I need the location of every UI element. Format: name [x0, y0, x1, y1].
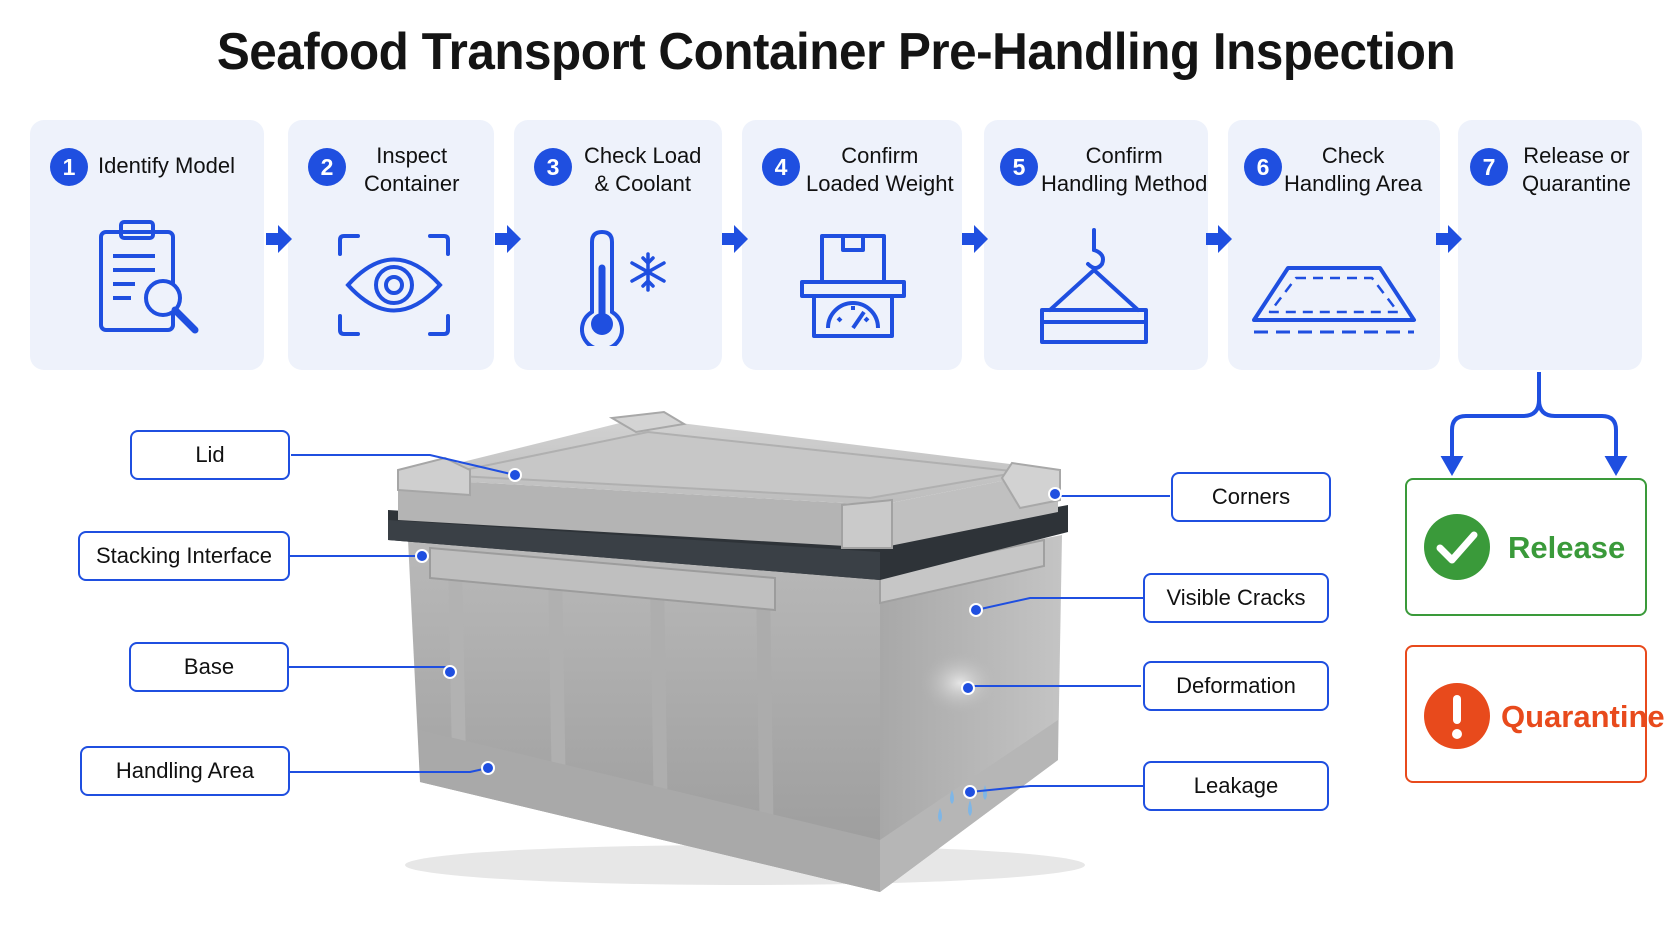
- step-number: 6: [1244, 148, 1282, 186]
- step-label: Check Load & Coolant: [584, 143, 702, 196]
- step-confirm-handling-method: 5 Confirm Handling Method: [984, 120, 1208, 370]
- callout-leakage: Leakage: [1143, 761, 1329, 811]
- step-number: 3: [534, 148, 572, 186]
- step-inspect-container: 2 Inspect Container: [288, 120, 494, 370]
- step-label: Inspect Container: [364, 143, 460, 196]
- quarantine-label: Quarantine: [1501, 699, 1665, 734]
- clipboard-search-icon: [99, 220, 199, 334]
- step-number: 7: [1470, 148, 1508, 186]
- page-title: Seafood Transport Container Pre-Handling…: [216, 23, 1456, 81]
- arrow-right-icon: [495, 225, 521, 253]
- step-label: Confirm Loaded Weight: [806, 143, 954, 196]
- step-identify-model: 1 Identify Model: [30, 120, 264, 370]
- step-label: Check Handling Area: [1284, 143, 1423, 196]
- callout-lid: Lid: [130, 430, 290, 480]
- thermometer-snowflake-icon: [580, 229, 666, 346]
- callout-deformation: Deformation: [1143, 661, 1329, 711]
- callout-stacking-interface: Stacking Interface: [78, 531, 290, 581]
- step-number: 1: [50, 148, 88, 186]
- callout-handling-area: Handling Area: [80, 746, 290, 796]
- callout-base: Base: [129, 642, 289, 692]
- callout-visible-cracks: Visible Cracks: [1143, 573, 1329, 623]
- step-label: Confirm Handling Method: [1041, 143, 1208, 196]
- step-confirm-loaded-weight: 4 Confirm Loaded Weight: [742, 120, 962, 370]
- weighing-scale-icon: [800, 234, 906, 338]
- arrow-right-icon: [266, 225, 292, 253]
- leader-lines: [289, 454, 1170, 799]
- process-steps: 1 Identify Model 2 Inspect Container 3 C…: [0, 0, 1672, 400]
- arrow-right-icon: [1436, 225, 1462, 253]
- step-number: 4: [762, 148, 800, 186]
- step-number: 5: [1000, 148, 1038, 186]
- outcome-quarantine: Quarantine: [1405, 645, 1665, 783]
- arrow-right-icon: [1206, 225, 1232, 253]
- step-check-handling-area: 6 Check Handling Area: [1228, 120, 1440, 370]
- step-number: 2: [308, 148, 346, 186]
- eye-scan-icon: [338, 234, 450, 336]
- step-check-load-coolant: 3 Check Load & Coolant: [514, 120, 722, 370]
- callout-corners: Corners: [1171, 472, 1331, 522]
- floor-area-icon: [1252, 266, 1416, 334]
- step-release-or-quarantine: 7 Release or Quarantine: [1458, 120, 1642, 370]
- arrow-right-icon: [722, 225, 748, 253]
- exclamation-circle-icon: [1424, 683, 1490, 749]
- step-label: Release or Quarantine: [1522, 143, 1631, 196]
- check-circle-icon: [1424, 514, 1490, 580]
- step-label: Identify Model: [98, 153, 235, 178]
- container-illustration: [388, 410, 1085, 892]
- release-label: Release: [1508, 530, 1626, 565]
- outcome-release: Release: [1405, 478, 1647, 616]
- arrow-right-icon: [962, 225, 988, 253]
- crane-hook-icon: [1040, 228, 1148, 344]
- branch-arrow: [1440, 372, 1628, 477]
